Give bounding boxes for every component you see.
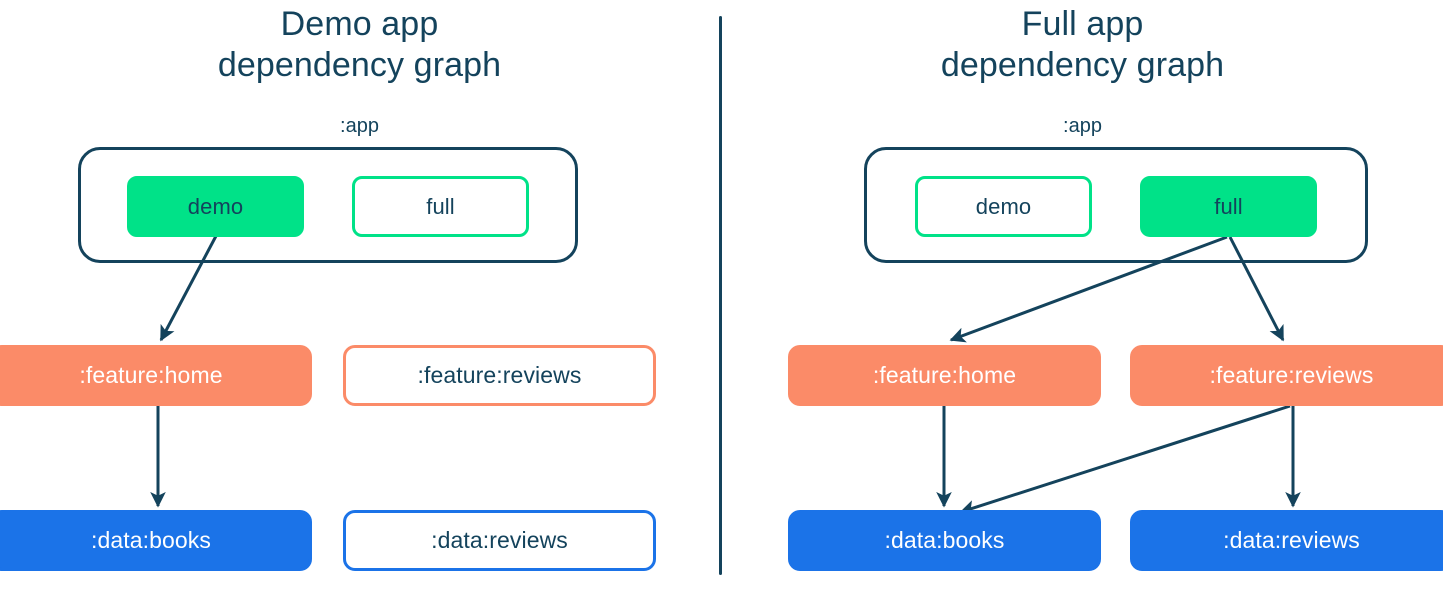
node-label: :data:books <box>884 527 1005 553</box>
node-data-reviews-right[interactable]: :data:reviews <box>1130 510 1443 571</box>
node-label: :feature:home <box>872 362 1017 388</box>
panel-divider <box>719 16 722 575</box>
node-label: :feature:reviews <box>1209 362 1374 388</box>
node-feature-home-right[interactable]: :feature:home <box>788 345 1101 406</box>
node-data-books-right[interactable]: :data:books <box>788 510 1101 571</box>
node-label: demo <box>975 194 1032 219</box>
node-feature-home-left[interactable]: :feature:home <box>0 345 312 406</box>
node-feature-reviews-right[interactable]: :feature:reviews <box>1130 345 1443 406</box>
node-label: full <box>1214 194 1243 219</box>
node-label: :data:reviews <box>1223 527 1360 553</box>
node-label: :feature:reviews <box>417 362 582 388</box>
panel-title-full: Full app dependency graph <box>940 5 1225 84</box>
node-label: :feature:home <box>79 362 223 388</box>
panel-demo-app: Demo app dependency graph :app demo full… <box>0 0 719 589</box>
node-data-reviews-left[interactable]: :data:reviews <box>343 510 656 571</box>
node-data-books-left[interactable]: :data:books <box>0 510 312 571</box>
node-label: demo <box>187 194 244 219</box>
node-demo-variant-left[interactable]: demo <box>127 176 304 237</box>
node-full-variant-right[interactable]: full <box>1140 176 1317 237</box>
node-full-variant-left[interactable]: full <box>352 176 529 237</box>
group-label-app-right: :app <box>1063 115 1102 137</box>
node-label: :data:books <box>90 527 212 553</box>
panel-title-demo: Demo app dependency graph <box>217 5 502 84</box>
node-demo-variant-right[interactable]: demo <box>915 176 1092 237</box>
node-label: :data:reviews <box>431 527 568 553</box>
group-label-app-left: :app <box>340 115 379 137</box>
group-box-app-left <box>78 147 578 263</box>
panel-full-app: Full app dependency graph :app demo full… <box>722 0 1443 589</box>
node-feature-reviews-left[interactable]: :feature:reviews <box>343 345 656 406</box>
node-label: full <box>426 194 455 219</box>
